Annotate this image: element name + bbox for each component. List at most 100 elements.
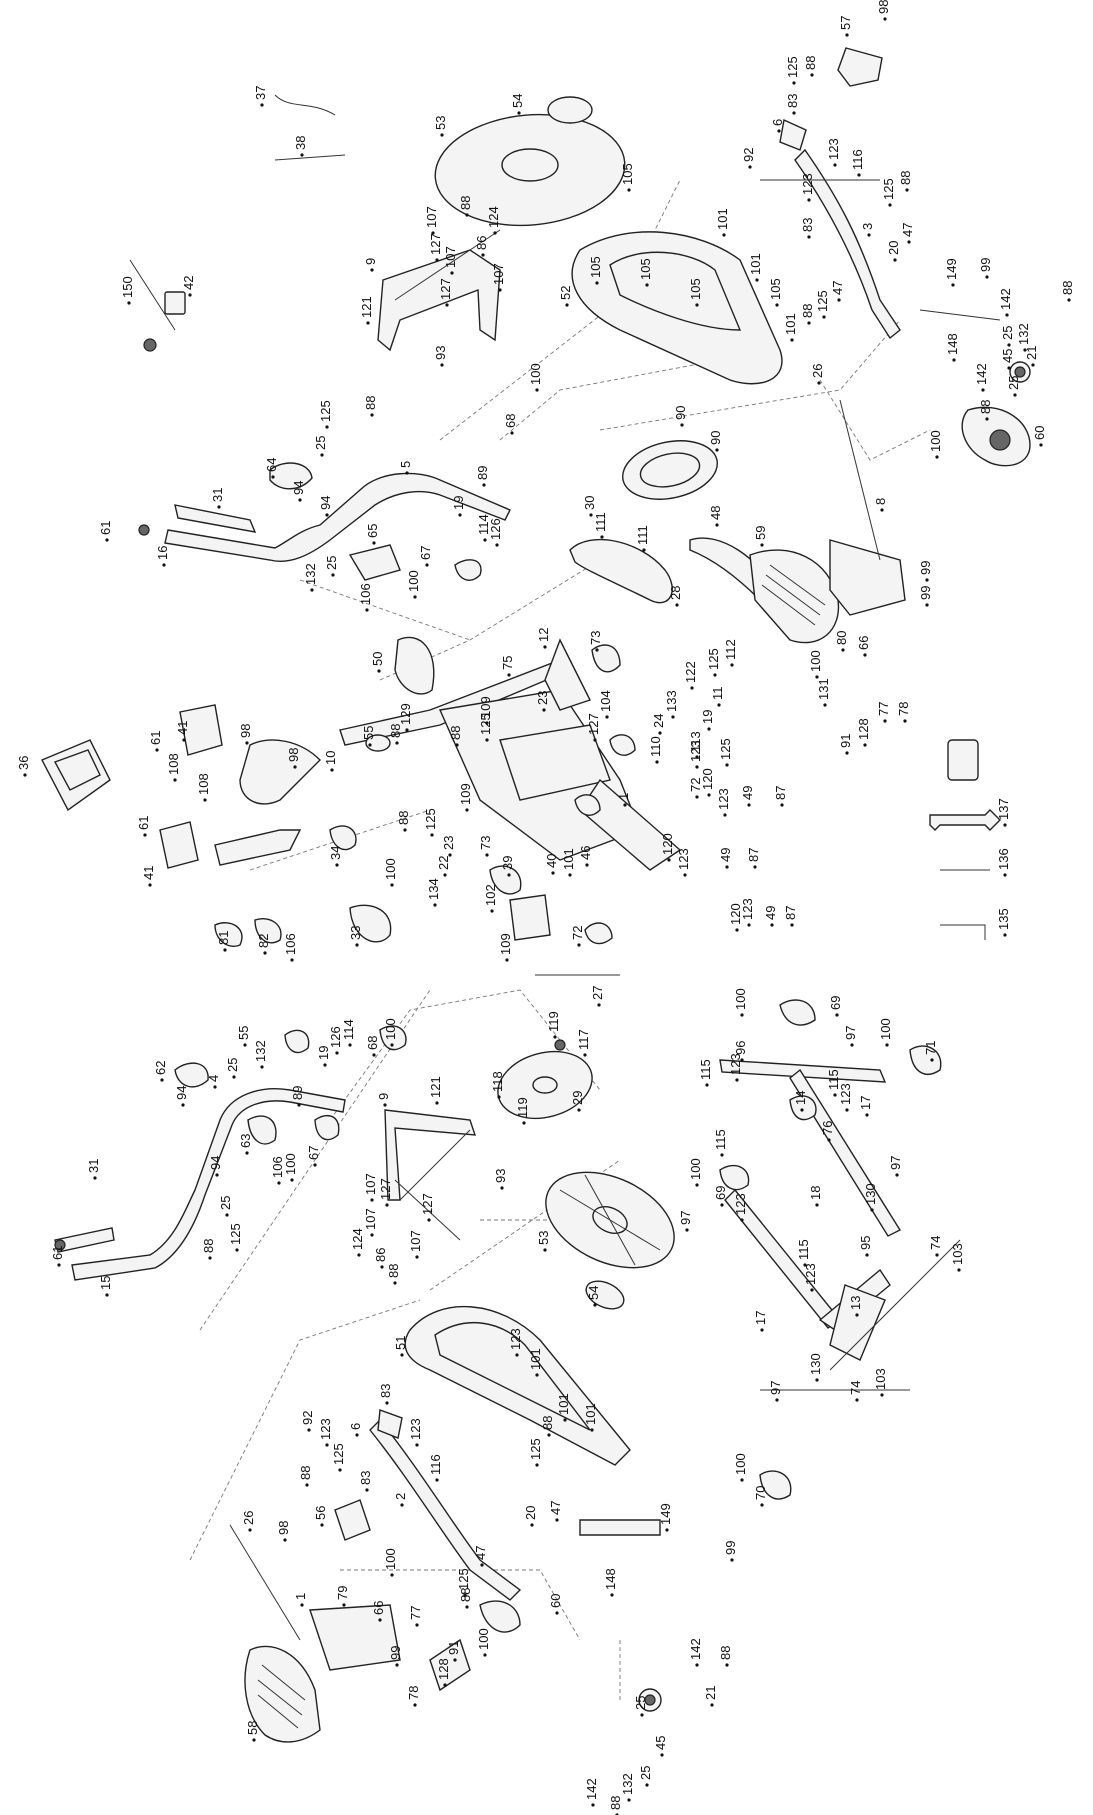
part-label: 57 <box>838 16 853 30</box>
part-label: 123 <box>676 848 691 870</box>
leader-dot <box>370 268 374 272</box>
leader-dot <box>753 865 757 869</box>
part-label: 100 <box>283 1153 298 1175</box>
part-label: 17 <box>753 1311 768 1325</box>
leader-dot <box>715 448 719 452</box>
leader-dot <box>775 303 779 307</box>
leader-dot <box>252 1738 256 1742</box>
leader-dot <box>593 738 597 742</box>
part-label: 87 <box>773 786 788 800</box>
part-label: 100 <box>383 1018 398 1040</box>
part-label: 29 <box>570 1091 585 1105</box>
leader-dot <box>380 1265 384 1269</box>
leader-dot <box>425 563 429 567</box>
leader-dot <box>1003 933 1007 937</box>
leader-dot <box>415 1623 419 1627</box>
leader-dot <box>695 303 699 307</box>
part-label: 68 <box>365 1036 380 1050</box>
hand-pulse-grips <box>159 704 551 947</box>
part-label: 25 <box>638 1766 653 1780</box>
leader-dot <box>835 1013 839 1017</box>
leader-dot <box>173 778 177 782</box>
leader-dot <box>1031 363 1035 367</box>
leader-dot <box>155 748 159 752</box>
part-label: 75 <box>500 656 515 670</box>
part-label: 116 <box>428 1454 443 1475</box>
leader-dot <box>792 81 796 85</box>
part-label: 97 <box>843 1026 858 1040</box>
leader-dot <box>543 1248 547 1252</box>
part-label: 40 <box>544 854 559 868</box>
part-label: 88 <box>448 726 463 740</box>
part-label: 77 <box>876 702 891 716</box>
part-label: 21 <box>1024 346 1039 360</box>
leader-dot <box>595 648 599 652</box>
part-label: 47 <box>473 1546 488 1560</box>
leader-dot <box>807 321 811 325</box>
part-label: 132 <box>620 1773 635 1795</box>
leader-dot <box>807 235 811 239</box>
part-label: 123 <box>508 1328 523 1350</box>
part-label: 48 <box>708 506 723 520</box>
leader-dot <box>770 923 774 927</box>
part-label: 67 <box>306 1146 321 1160</box>
leader-dot <box>720 1203 724 1207</box>
leader-dot <box>530 1523 534 1527</box>
leader-dot <box>610 1593 614 1597</box>
part-label: 72 <box>570 926 585 940</box>
part-label: 123 <box>826 138 841 160</box>
part-label: 5 <box>398 461 413 468</box>
leader-dot <box>298 498 302 502</box>
part-label: 115 <box>796 1239 811 1260</box>
part-label: 67 <box>418 546 433 560</box>
leader-dot <box>497 1095 501 1099</box>
part-label: 136 <box>996 848 1011 870</box>
leader-dot <box>355 1433 359 1437</box>
part-label: 123 <box>733 1193 748 1215</box>
part-label: 30 <box>582 496 597 510</box>
leader-dot <box>870 1208 874 1212</box>
console-mast <box>239 636 572 805</box>
part-label: 97 <box>768 1381 783 1395</box>
part-label: 101 <box>783 313 798 335</box>
part-label: 118 <box>490 1071 505 1092</box>
part-label: 88 <box>540 1416 555 1430</box>
leader-dot <box>735 1078 739 1082</box>
part-label: 125 <box>228 1223 243 1245</box>
part-label: 98 <box>238 724 253 738</box>
leader-dot <box>837 298 841 302</box>
crank-rod-and-disc <box>497 974 620 1120</box>
leader-dot <box>493 231 497 235</box>
part-label: 111 <box>593 512 608 532</box>
leader-dot <box>330 768 334 772</box>
leader-dot <box>590 1428 594 1432</box>
leader-dot <box>143 833 147 837</box>
leader-dot <box>395 741 399 745</box>
part-label: 33 <box>348 926 363 940</box>
leader-dot <box>1013 393 1017 397</box>
leader-dot <box>568 873 572 877</box>
leader-dot <box>465 808 469 812</box>
leader-dot <box>591 1803 595 1807</box>
leader-dot <box>440 363 444 367</box>
part-label: 142 <box>688 1638 703 1660</box>
part-label: 8 <box>873 498 888 505</box>
part-label: 124 <box>486 206 501 228</box>
part-label: 80 <box>834 631 849 645</box>
part-label: 125 <box>881 178 896 200</box>
leader-dot <box>393 1281 397 1285</box>
leader-dot <box>372 541 376 545</box>
part-label: 100 <box>406 570 421 592</box>
part-label: 113 <box>688 731 703 752</box>
leader-dot <box>430 833 434 837</box>
part-label: 2 <box>393 1493 408 1500</box>
leader-dot <box>957 1268 961 1272</box>
part-label: 24 <box>651 714 666 728</box>
leader-dot <box>440 133 444 137</box>
part-label: 3 <box>860 223 875 230</box>
part-label: 55 <box>361 726 376 740</box>
leader-dot <box>383 1103 387 1107</box>
leader-dot <box>223 948 227 952</box>
part-label: 148 <box>945 333 960 355</box>
leader-dot <box>627 188 631 192</box>
